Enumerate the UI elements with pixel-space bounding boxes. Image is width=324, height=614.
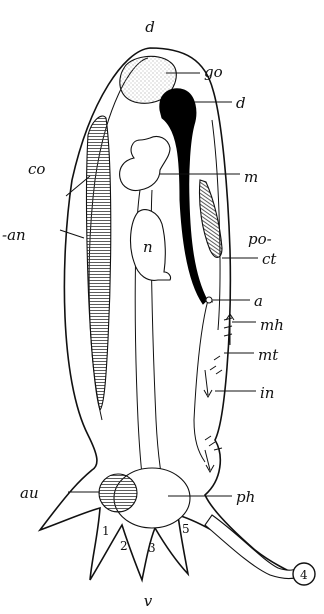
- label-po: po-: [248, 230, 272, 248]
- label-go: go: [204, 63, 223, 81]
- label-a: a: [254, 292, 263, 310]
- label-d-top: d: [145, 18, 155, 36]
- label-mh: mh: [260, 316, 284, 334]
- label-an: -an: [2, 226, 26, 244]
- tentacle-number-2: 2: [120, 539, 128, 553]
- label-d-right: d: [236, 94, 246, 112]
- anus: [206, 297, 212, 303]
- label-mt: mt: [258, 346, 279, 364]
- label-co: co: [28, 160, 45, 178]
- tentacle-number-3: 3: [148, 541, 156, 555]
- label-in: in: [260, 384, 274, 402]
- label-au: au: [20, 484, 39, 502]
- tentacle-number-4: 4: [300, 568, 308, 582]
- tentacle-4: [205, 515, 304, 579]
- auricle: [99, 474, 137, 512]
- label-ph: ph: [236, 488, 255, 506]
- label-n: n: [143, 238, 153, 256]
- label-ct: ct: [262, 250, 277, 268]
- label-m: m: [244, 168, 258, 186]
- label-v: v: [144, 592, 153, 610]
- tentacle-number-1: 1: [102, 524, 110, 538]
- tentacle-number-5: 5: [182, 522, 190, 536]
